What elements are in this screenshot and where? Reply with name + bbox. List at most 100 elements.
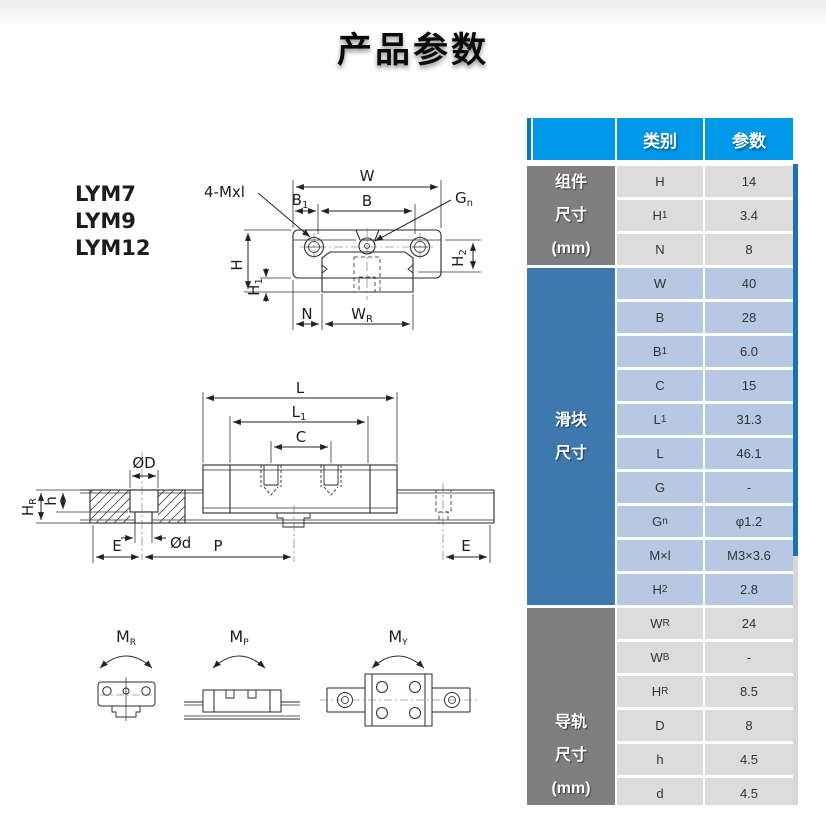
header-accent-bar [527,118,531,160]
dim-label-h2: H2 [449,249,469,267]
param-value: M3×3.6 [705,540,793,571]
dim-label-n: N [301,305,312,323]
param-value: 2.8 [705,574,793,605]
moment-pitch-diagram [184,655,300,720]
dim-label-4mxl: 4-Mxl [204,183,245,201]
table-row: H 14 [617,166,793,197]
param-name: M×l [617,540,703,571]
model-name-1: LYM7 [75,182,136,206]
dim-label-h1: H1 [245,278,265,296]
dim-label-b1: B1 [292,191,309,211]
front-view-labels: W B B1 4-Mxl Gn H H1 H2 N WR [204,167,473,325]
param-name: H [617,166,703,197]
param-value: 31.3 [705,404,793,435]
side-view-drawing [36,392,495,563]
param-value: 6.0 [705,336,793,367]
moment-label-mp: MP [229,627,249,648]
model-name-3: LYM12 [75,236,150,260]
group-label: 导轨尺寸(mm) [527,608,615,805]
side-view-labels: L L1 C ØD Ød HR h E P E [19,379,471,555]
table-row: N 8 [617,234,793,265]
param-value: 40 [705,268,793,299]
table-scrollbar[interactable] [793,164,798,805]
param-value: 14 [705,166,793,197]
dim-label-hr: HR [19,498,39,516]
table-row: D 8 [617,710,793,741]
moment-label-my: MY [388,627,408,648]
front-view-drawing [244,180,481,330]
param-name: C [617,370,703,401]
dim-label-e-right: E [461,537,470,555]
param-value: - [705,472,793,503]
table-row: d 4.5 [617,778,793,805]
dim-label-l: L [296,379,305,397]
param-value: - [705,642,793,673]
param-name: B [617,302,703,333]
header-parameter: 参数 [705,118,793,160]
moment-yaw-diagram [320,655,477,727]
param-value: 4.5 [705,778,793,805]
param-value: 15 [705,370,793,401]
top-gradient [0,0,826,26]
param-name: W [617,268,703,299]
group-label: 组件尺寸(mm) [527,166,615,265]
param-value: φ1.2 [705,506,793,537]
dim-label-c: C [296,428,306,446]
model-name-2: LYM9 [75,209,136,233]
dim-label-b: B [362,192,372,210]
param-value: 8.5 [705,676,793,707]
header-blank-cell [533,118,615,160]
table-scrollbar-thumb[interactable] [793,164,798,556]
dim-label-w: W [360,167,375,185]
param-value: 4.5 [705,744,793,775]
param-name: d [617,778,703,805]
dim-label-e-left: E [112,537,121,555]
table-row: M×l M3×3.6 [617,540,793,571]
param-value: 8 [705,234,793,265]
group-label: 滑块尺寸 [527,268,615,605]
dim-label-od-big: ØD [132,454,155,472]
table-row: B 28 [617,302,793,333]
param-value: 3.4 [705,200,793,231]
param-value: 28 [705,302,793,333]
param-name: h [617,744,703,775]
moment-diagrams [97,655,477,727]
header-category: 类别 [617,118,703,160]
param-value: 46.1 [705,438,793,469]
dim-label-od-small: Ød [170,534,191,552]
dim-label-l1: L1 [292,403,307,423]
table-row: W 40 [617,268,793,299]
param-name: N [617,234,703,265]
dim-label-gn: Gn [455,189,473,209]
param-value: 24 [705,608,793,639]
moment-roll-diagram [97,655,156,721]
param-value: 8 [705,710,793,741]
dim-label-h: H [228,259,246,270]
table-header: 类别 参数 [527,118,798,160]
table-row: L 46.1 [617,438,793,469]
param-name: G [617,472,703,503]
table-row: G - [617,472,793,503]
table-row: C 15 [617,370,793,401]
